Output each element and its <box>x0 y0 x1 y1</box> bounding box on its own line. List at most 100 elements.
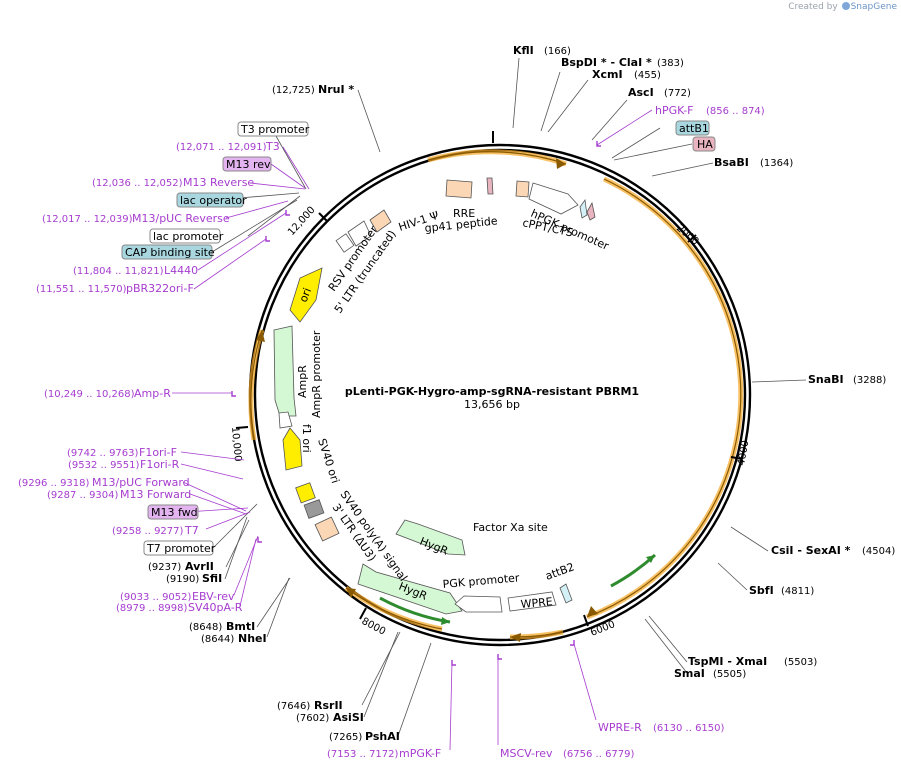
lac-operator-label: lac operator <box>180 194 247 207</box>
primer-m13reverse: M13 Reverse <box>183 176 254 189</box>
hpgk-promoter-arrow <box>528 182 579 215</box>
factor-xa-label: Factor Xa site <box>473 521 548 534</box>
green-arcs <box>379 553 657 625</box>
enzyme-bsabi: BsaBI <box>714 156 749 169</box>
primer-l4440: L4440 <box>164 264 198 277</box>
primer-t7-pos: (9258 .. 9277) <box>112 526 184 537</box>
enzyme-smai-pos: (5505) <box>713 669 746 680</box>
pgk-promoter-arrow <box>454 595 503 613</box>
enzyme-avrii: AvrII <box>185 560 214 573</box>
primer-m13pucrev: M13/pUC Reverse <box>132 212 230 225</box>
sv40-ori-label: SV40 ori <box>315 437 342 485</box>
enzyme-avrii-pos: (9237) <box>148 562 181 573</box>
enzyme-xcmi-pos: (455) <box>634 70 661 81</box>
ltr5-box <box>369 209 392 233</box>
primer-labels: hPGK-F (856 .. 874) WPRE-R (6130 .. 6150… <box>18 104 765 760</box>
primer-sv40pa-pos: (8979 .. 8998) <box>116 603 188 614</box>
tick-marks <box>235 131 743 627</box>
enzyme-labels: KflI (166) BspDI * - ClaI * (383) XcmI (… <box>148 44 895 743</box>
enzyme-csii: CsiI - SexAI * <box>771 544 851 557</box>
primer-f1orir-pos: (9532 .. 9551) <box>68 460 140 471</box>
t7-promoter-label: T7 promoter <box>146 542 216 555</box>
enzyme-pshai: PshAI <box>365 730 400 743</box>
primer-mpgkf: mPGK-F <box>399 747 441 760</box>
enzyme-bsabi-pos: (1364) <box>760 158 793 169</box>
primer-f1orif: F1ori-F <box>139 446 177 459</box>
enzyme-sfii: SfiI <box>202 572 222 585</box>
credit-prefix: Created by <box>788 2 838 12</box>
primer-mscvrev: MSCV-rev <box>500 747 553 760</box>
tick-label-12000: 12,000 <box>286 205 318 238</box>
primer-leader-lines <box>172 109 653 751</box>
primer-wprer: WPRE-R <box>598 721 642 734</box>
ampr-promoter-label: AmpR promoter <box>310 330 323 418</box>
enzyme-csii-pos: (4504) <box>862 546 895 557</box>
primer-mpgkf-pos: (7153 .. 7172) <box>327 749 399 760</box>
sv40-polya-box <box>303 499 325 519</box>
sv40-polya-label: SV40 poly(A) signal <box>338 488 410 583</box>
snapgene-credit: Created by SnapGene <box>788 2 897 12</box>
rre-label: RRE <box>453 207 475 220</box>
enzyme-snabi: SnaBI <box>808 373 844 386</box>
enzyme-sbfi: SbfI <box>749 584 774 597</box>
f1-ori-arrow <box>282 427 303 471</box>
ampr-label: AmpR <box>296 365 309 398</box>
primer-t7: T7 <box>184 524 199 537</box>
tick-label-8000: 8000 <box>360 616 388 638</box>
boxed-labels: T3 promoter M13 rev lac operator lac pro… <box>121 120 716 556</box>
primer-hpgkf: hPGK-F <box>655 104 693 117</box>
cap-site-label: CAP binding site <box>125 246 215 259</box>
primer-m13pucfwd: M13/pUC Forward <box>92 476 190 489</box>
enzyme-sfii-pos: (9190) <box>166 574 199 585</box>
plasmid-length: 13,656 bp <box>464 398 520 411</box>
primer-ebvrev-pos: (9033 .. 9052) <box>120 592 192 603</box>
primer-t3-pos: (12,071 .. 12,091) <box>176 142 267 153</box>
sv40-ori-box <box>295 482 316 504</box>
enzyme-tspmi: TspMI - XmaI <box>688 655 767 668</box>
primer-m13forward-pos: (9287 .. 9304) <box>47 490 119 501</box>
enzyme-snabi-pos: (3288) <box>853 375 886 386</box>
primer-mscvrev-pos: (6756 .. 6779) <box>563 749 635 760</box>
site-marks <box>231 141 601 666</box>
tick-label-10000: 10,000 <box>229 426 243 462</box>
primer-ampr: Amp-R <box>134 387 171 400</box>
enzyme-kfli: KflI <box>513 44 534 57</box>
enzyme-asci-pos: (772) <box>664 88 691 99</box>
enzyme-sbfi-pos: (4811) <box>781 586 814 597</box>
ori-label: ori <box>297 286 314 304</box>
primer-sv40pa: SV40pA-R <box>188 601 243 614</box>
enzyme-rsrii-pos: (7646) <box>277 701 310 712</box>
enzyme-bspdi-pos: (383) <box>657 58 684 69</box>
credit-brand: SnapGene <box>850 2 897 12</box>
primer-t3: T3 <box>265 140 280 153</box>
enzyme-bmti-pos: (8648) <box>189 622 222 633</box>
primer-m13reverse-pos: (12,036 .. 12,052) <box>92 178 183 189</box>
primer-ampr-pos: (10,249 .. 10,268) <box>44 389 135 400</box>
enzyme-bmti: BmtI <box>226 620 255 633</box>
rsv-promoter-arrow <box>347 220 372 247</box>
primer-pbr322: pBR322ori-F <box>126 282 194 295</box>
attb2-label: attB2 <box>544 560 577 582</box>
hygr-arrow-2 <box>357 563 463 615</box>
attb2-box <box>559 583 573 604</box>
primer-pbr322-pos: (11,551 .. 11,570) <box>36 284 127 295</box>
enzyme-rsrii: RsrII <box>314 699 343 712</box>
enzyme-asci: AscI <box>628 86 654 99</box>
wpre-label: WPRE <box>520 595 553 611</box>
m13-rev-label: M13 rev <box>226 158 271 171</box>
primer-m13forward: M13 Forward <box>120 488 191 501</box>
primer-ebvrev: EBV-rev <box>192 590 235 603</box>
primer-f1orif-pos: (9742 .. 9763) <box>67 448 139 459</box>
attb1-label: attB1 <box>679 122 709 135</box>
pgk-promoter-label: PGK promoter <box>442 571 520 591</box>
enzyme-asisi: AsiSI <box>333 711 364 724</box>
wpre-box <box>507 591 557 612</box>
primer-l4440-pos: (11,804 .. 11,821) <box>73 266 164 277</box>
enzyme-tspmi-pos: (5503) <box>784 657 817 668</box>
hiv-psi-box <box>445 179 473 199</box>
primer-m13pucfwd-pos: (9296 .. 9318) <box>18 478 90 489</box>
f1-ori-label: f1 ori <box>300 424 313 453</box>
primer-wprer-pos: (6130 .. 6150) <box>653 723 725 734</box>
enzyme-smai: SmaI <box>674 667 705 680</box>
